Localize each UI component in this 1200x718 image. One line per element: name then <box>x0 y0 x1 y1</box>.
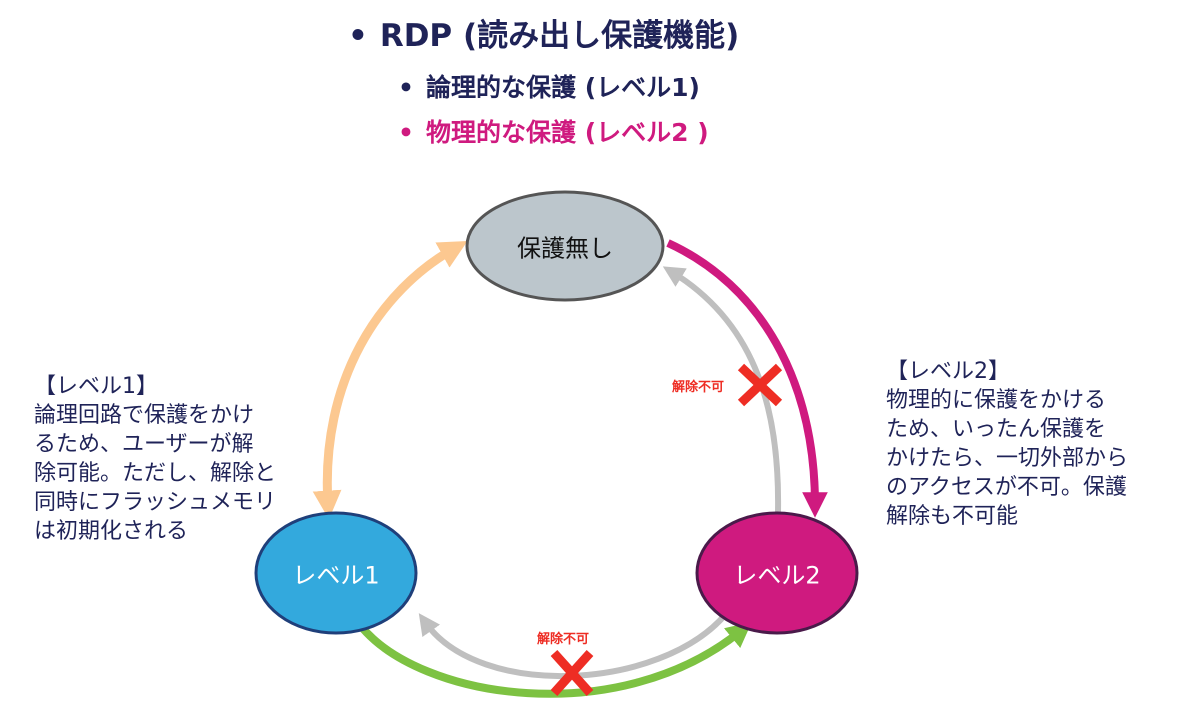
arrow-none-level1 <box>312 240 468 520</box>
node-level1-label: レベル1 <box>292 561 380 590</box>
node-no-protection <box>465 190 665 302</box>
title-sub-logical-text: 論理的な保護 (レベル1) <box>425 73 700 102</box>
bullet-icon: • <box>398 73 414 102</box>
node-level2 <box>695 511 859 635</box>
cross-icon <box>550 649 594 697</box>
node-level1 <box>254 511 418 635</box>
title-sub-physical: • 物理的な保護 (レベル2 ) <box>398 113 709 149</box>
title-main: • RDP (読み出し保護機能) <box>348 10 739 55</box>
title-main-text: RDP (読み出し保護機能) <box>379 18 740 54</box>
bullet-icon: • <box>348 18 368 54</box>
arrow-none-level2 <box>666 239 828 518</box>
blocked-label-level2-none: 解除不可 <box>672 380 725 395</box>
cross-icon <box>737 363 783 407</box>
node-no-protection-label: 保護無し <box>517 234 613 263</box>
blocked-label-level2-level1: 解除不可 <box>537 632 590 647</box>
node-level2-label: レベル2 <box>733 561 821 590</box>
arrow-level2-none-blocked <box>662 266 782 513</box>
description-level1: 【レベル1】 論理回路で保護をかけ るため、ユーザーが解 除可能。ただし、解除と… <box>34 374 277 544</box>
arrow-level1-level2 <box>356 621 752 698</box>
bullet-icon: • <box>398 118 414 147</box>
title-sub-logical: • 論理的な保護 (レベル1) <box>398 68 700 104</box>
description-level2: 【レベル2】 物理的に保護をかける ため、いったん保護を かけたら、一切外部から… <box>886 359 1129 529</box>
title-sub-physical-text: 物理的な保護 (レベル2 ) <box>425 118 709 147</box>
